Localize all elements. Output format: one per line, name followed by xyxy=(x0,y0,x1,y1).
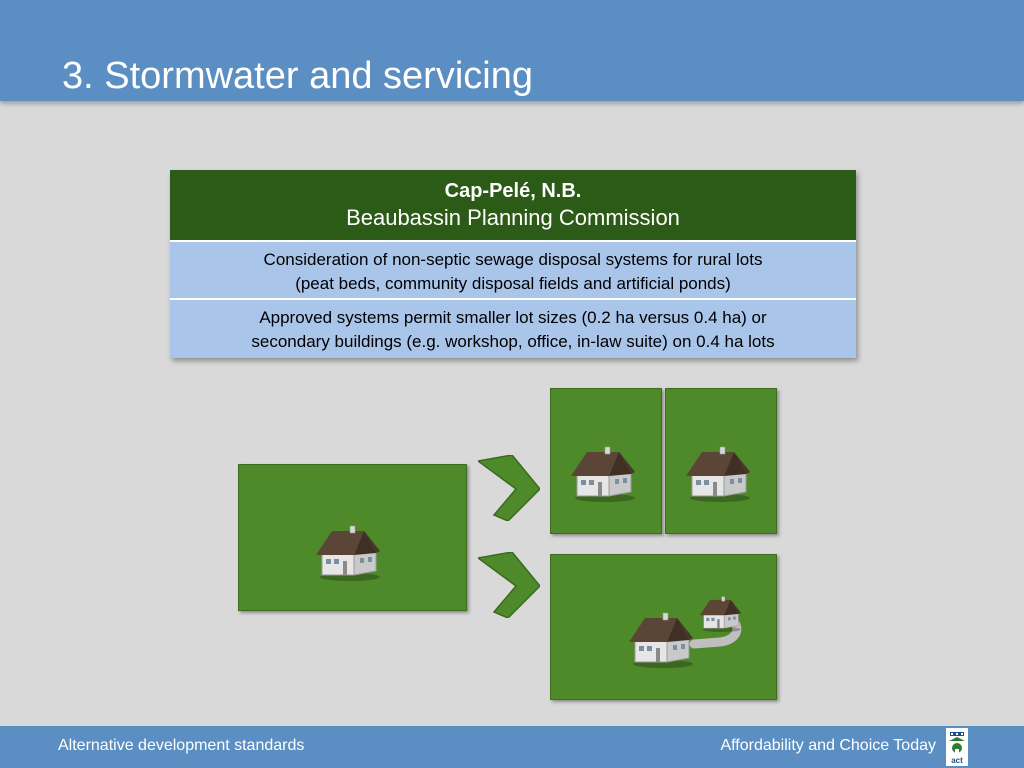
table-row-text: Approved systems permit smaller lot size… xyxy=(259,308,767,327)
arrow-chevron-icon xyxy=(478,552,540,618)
act-logo-text: act xyxy=(951,756,963,765)
table-row-text: Consideration of non-septic sewage dispo… xyxy=(263,250,763,269)
header-bar: 3. Stormwater and servicing xyxy=(0,0,1024,101)
table-row: Consideration of non-septic sewage dispo… xyxy=(170,242,856,300)
footer-bar: Alternative development standards Afford… xyxy=(0,726,1024,768)
house-icon xyxy=(314,525,384,581)
footer-left-text: Alternative development standards xyxy=(58,737,305,754)
table-heading-commission: Beaubassin Planning Commission xyxy=(346,205,680,230)
act-logo-icon: act xyxy=(946,728,968,766)
table-row: Approved systems permit smaller lot size… xyxy=(170,300,856,358)
arrow-chevron-icon xyxy=(478,455,540,521)
info-table: Cap-Pelé, N.B. Beaubassin Planning Commi… xyxy=(170,170,856,358)
house-icon xyxy=(627,612,697,668)
page-title: 3. Stormwater and servicing xyxy=(62,55,533,97)
house-icon xyxy=(684,446,754,502)
footer-right-text: Affordability and Choice Today xyxy=(720,737,936,754)
house-icon xyxy=(698,596,744,632)
table-row-text: (peat beds, community disposal fields an… xyxy=(295,274,731,293)
table-row-text: secondary buildings (e.g. workshop, offi… xyxy=(251,332,775,351)
table-heading: Cap-Pelé, N.B. Beaubassin Planning Commi… xyxy=(170,170,856,242)
house-icon xyxy=(569,446,639,502)
table-heading-location: Cap-Pelé, N.B. xyxy=(444,180,582,202)
